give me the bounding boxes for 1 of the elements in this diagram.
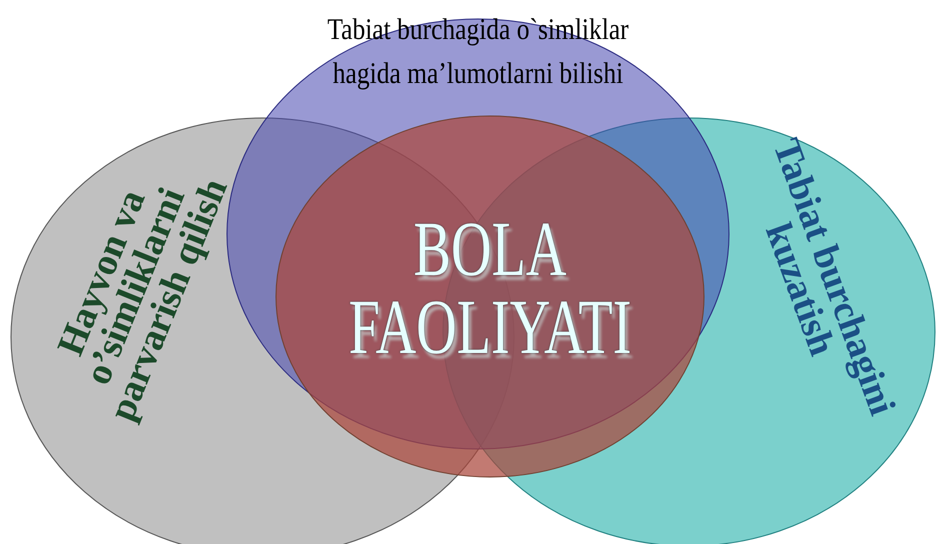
ellipse-label: BOLA FAOLIYATI bbox=[348, 210, 632, 366]
